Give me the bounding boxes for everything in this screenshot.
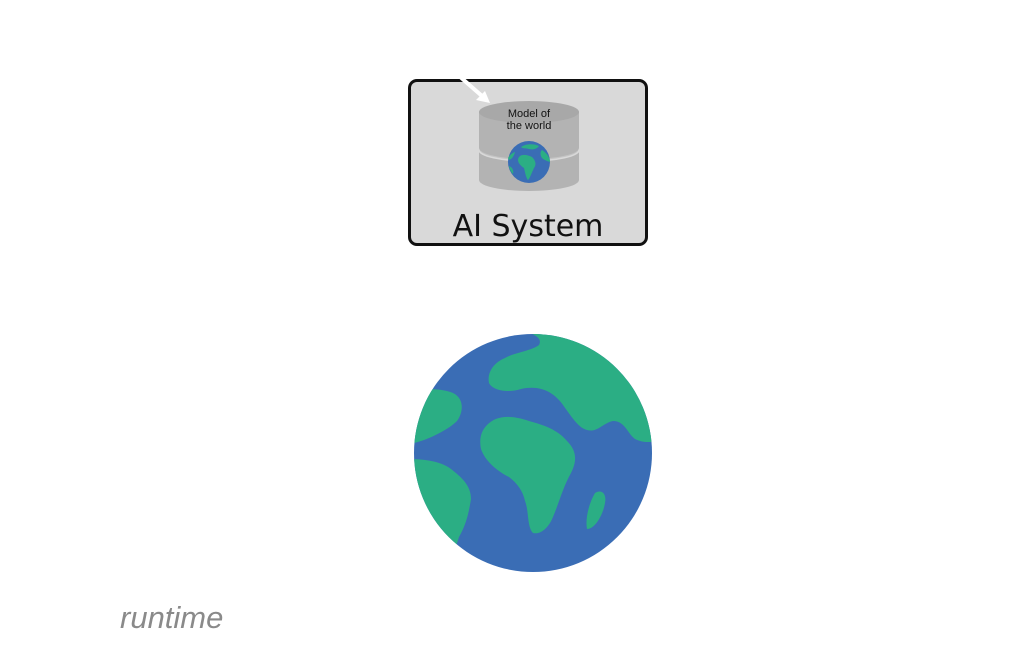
ai-system-title: AI System	[452, 209, 604, 244]
small-earth-icon	[508, 141, 550, 183]
earth-icon	[414, 334, 652, 572]
runtime-label: runtime	[120, 600, 224, 635]
database-icon	[478, 101, 580, 191]
database-label-line2: the world	[506, 120, 552, 132]
database-label-line1: Model of	[507, 108, 551, 120]
ai-system-box: Model of the world AI System	[408, 79, 648, 246]
arrow-icon	[456, 73, 490, 103]
